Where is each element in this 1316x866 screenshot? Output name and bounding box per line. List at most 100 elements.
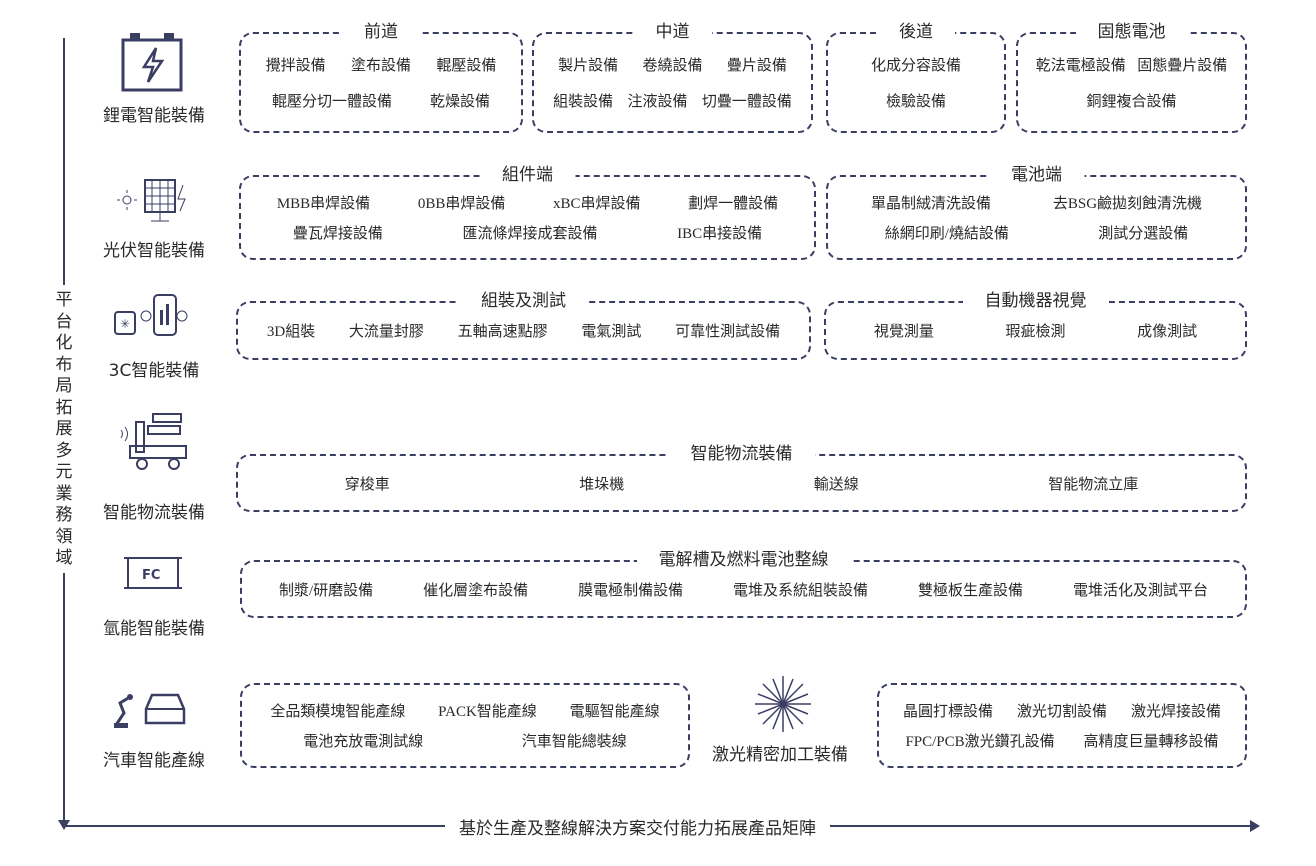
- equipment-item: 穿梭車: [344, 476, 390, 493]
- equipment-item: 電氣測試: [581, 324, 642, 340]
- equipment-item: 可靠性測試設備: [675, 324, 781, 340]
- equipment-item: 雙極板生產設備: [918, 582, 1024, 599]
- group-box-back: 後道化成分容設備檢驗設備: [826, 21, 1006, 133]
- equipment-item: 電堆活化及測試平台: [1072, 582, 1208, 599]
- equipment-item: 絲網印刷/燒結設備: [884, 226, 1009, 242]
- item-row: 乾法電極設備固態疊片設備: [1030, 54, 1233, 75]
- category-label: 氫能智能裝備: [103, 619, 205, 639]
- equipment-item: 電池充放電測試線: [303, 734, 424, 750]
- equipment-item: 檢驗設備: [885, 93, 946, 110]
- svg-text:✳: ✳: [120, 317, 130, 331]
- equipment-item: 催化層塗布設備: [423, 582, 529, 599]
- equipment-item: 乾燥設備: [429, 93, 490, 110]
- group-items: 穿梭車 堆垛機 輸送線 智能物流立庫: [238, 456, 1245, 510]
- equipment-item: 高精度巨量轉移設備: [1083, 734, 1219, 750]
- laser-burst-icon: [755, 676, 811, 732]
- category-label: 3C智能裝備: [108, 361, 200, 381]
- equipment-item: IBC串接設備: [677, 226, 763, 242]
- equipment-item: 輸送線: [813, 476, 859, 493]
- group-title: 智能物流裝備: [668, 443, 815, 465]
- group-title: 前道: [342, 21, 420, 43]
- equipment-item: 堆垛機: [579, 476, 625, 493]
- group-items: 3D組裝 大流量封膠 五軸高速點膠 電氣測試 可靠性測試設備: [238, 303, 809, 358]
- group-box-logistics: 智能物流裝備穿梭車 堆垛機 輸送線 智能物流立庫: [236, 443, 1247, 512]
- item-row: 製片設備 卷繞設備 疊片設備: [546, 54, 799, 75]
- item-row: 組裝設備注液設備切疊一體設備: [546, 90, 799, 111]
- equipment-item: 固態疊片設備: [1137, 58, 1228, 75]
- laser-category-label: 激光精密加工裝備: [712, 745, 848, 764]
- horizontal-axis-label: 基於生產及整線解決方案交付能力拓展產品矩陣: [445, 814, 830, 839]
- item-row: 穿梭車 堆垛機 輸送線 智能物流立庫: [250, 473, 1233, 494]
- equipment-item: 3D組裝: [266, 324, 316, 340]
- item-row: 晶圓打標設備激光切割設備激光焊接設備: [891, 700, 1233, 721]
- right-arrowhead-icon: [1250, 820, 1260, 832]
- fuel-cell-icon: FC: [124, 557, 182, 589]
- equipment-item: 卷繞設備: [642, 58, 703, 75]
- equipment-item: 攪拌設備: [265, 58, 326, 75]
- item-row: 銅鋰複合設備: [1030, 90, 1233, 111]
- equipment-item: 智能物流立庫: [1048, 476, 1139, 493]
- group-title: 組件端: [480, 164, 575, 186]
- battery-icon: [121, 33, 183, 92]
- equipment-item: 製片設備: [558, 58, 619, 75]
- equipment-item: 激光焊接設備: [1130, 704, 1221, 720]
- phone-device-icon: ✳: [114, 294, 188, 336]
- group-title: 組裝及測試: [459, 290, 588, 312]
- equipment-item: 單晶制絨清洗設備: [870, 196, 991, 212]
- item-row: 視覺測量 瑕疵檢測 成像測試: [838, 320, 1233, 341]
- item-row: FPC/PCB激光鑽孔設備高精度巨量轉移設備: [891, 730, 1233, 751]
- group-items: 化成分容設備檢驗設備: [828, 34, 1004, 131]
- equipment-item: 激光切割設備: [1016, 704, 1107, 720]
- item-row: 3D組裝 大流量封膠 五軸高速點膠 電氣測試 可靠性測試設備: [250, 320, 797, 341]
- equipment-item: 輥壓設備: [436, 58, 497, 75]
- equipment-item: 切疊一體設備: [701, 93, 792, 110]
- equipment-item: 劃焊一體設備: [688, 196, 779, 212]
- equipment-item: MBB串焊設備: [276, 196, 371, 212]
- group-items: 視覺測量 瑕疵檢測 成像測試: [826, 303, 1245, 358]
- svg-text:FC: FC: [142, 568, 160, 583]
- category-label: 智能物流裝備: [103, 503, 205, 523]
- category-label: 汽車智能產線: [103, 751, 205, 771]
- equipment-item: 視覺測量: [873, 324, 934, 340]
- equipment-item: 五軸高速點膠: [457, 324, 548, 340]
- equipment-item: 測試分選設備: [1098, 226, 1189, 242]
- equipment-item: PACK智能產線: [438, 704, 537, 720]
- item-row: 輥壓分切一體設備 乾燥設備: [253, 90, 509, 111]
- group-box-hydrogen: 電解槽及燃料電池整線制漿/研磨設備催化層塗布設備膜電極制備設備電堆及系統組裝設備…: [240, 549, 1247, 618]
- equipment-item: 注液設備: [627, 93, 688, 110]
- group-title: 中道: [633, 21, 712, 43]
- item-row: 單晶制絨清洗設備去BSG鹼拋刻蝕清洗機: [840, 192, 1233, 213]
- equipment-item: 大流量封膠: [348, 324, 424, 340]
- equipment-item: 匯流條焊接成套設備: [462, 226, 598, 242]
- group-items: 制漿/研磨設備催化層塗布設備膜電極制備設備電堆及系統組裝設備雙極板生產設備電堆活…: [242, 562, 1245, 616]
- item-row: 化成分容設備: [840, 54, 992, 75]
- group-box-cell: 電池端單晶制絨清洗設備去BSG鹼拋刻蝕清洗機絲網印刷/燒結設備測試分選設備: [826, 164, 1247, 260]
- equipment-item: 汽車智能總裝線: [521, 734, 627, 750]
- group-items: 乾法電極設備固態疊片設備銅鋰複合設備: [1018, 34, 1245, 131]
- item-row: 攪拌設備塗布設備輥壓設備: [253, 54, 509, 75]
- equipment-item: 疊片設備: [726, 58, 787, 75]
- equipment-item: 成像測試: [1137, 324, 1198, 340]
- equipment-item: 電堆及系統組裝設備: [733, 582, 869, 599]
- equipment-item: 銅鋰複合設備: [1086, 93, 1177, 110]
- category-label: 光伏智能裝備: [103, 241, 205, 261]
- item-row: 絲網印刷/燒結設備 測試分選設備: [840, 222, 1233, 243]
- equipment-item: 輥壓分切一體設備: [271, 93, 392, 110]
- equipment-item: 瑕疵檢測: [1005, 324, 1066, 340]
- group-box-front: 前道攪拌設備塗布設備輥壓設備輥壓分切一體設備 乾燥設備: [239, 21, 523, 133]
- item-row: 電池充放電測試線 汽車智能總裝線: [254, 730, 676, 751]
- group-items: 單晶制絨清洗設備去BSG鹼拋刻蝕清洗機絲網印刷/燒結設備 測試分選設備: [828, 177, 1245, 258]
- group-box-vision: 自動機器視覺視覺測量瑕疵檢測成像測試: [824, 290, 1247, 360]
- equipment-item: 乾法電極設備: [1035, 58, 1126, 75]
- item-row: 制漿/研磨設備催化層塗布設備膜電極制備設備電堆及系統組裝設備雙極板生產設備電堆活…: [254, 579, 1233, 600]
- group-title: 固態電池: [1075, 21, 1188, 43]
- group-title: 電解槽及燃料電池整線: [636, 549, 851, 571]
